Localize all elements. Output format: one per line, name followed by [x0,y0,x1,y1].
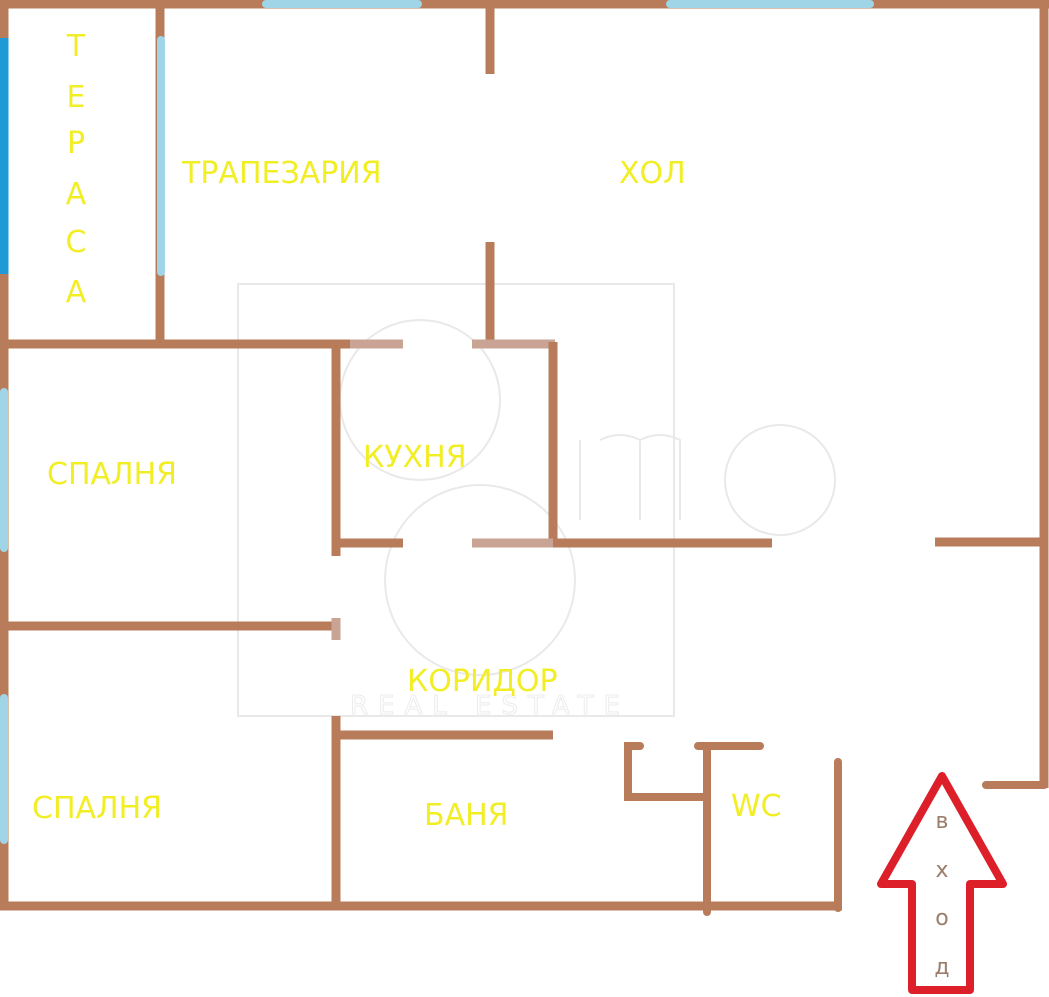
room-labels: Т Е Р А С А ТРАПЕЗАРИЯ ХОЛ КУХНЯ СПАЛНЯ … [32,29,782,833]
windows [0,0,874,844]
svg-text:А: А [66,275,87,310]
kitchen-label: КУХНЯ [363,440,467,475]
terrace-label: Т Е Р А С А [66,29,87,310]
bedroom-1-label: СПАЛНЯ [47,457,177,492]
watermark: REAL ESTATE [237,283,836,722]
svg-text:Р: Р [67,126,85,161]
svg-text:д: д [934,955,949,980]
bathroom-label: БАНЯ [424,798,509,833]
entrance-marker: в х о д [877,772,1007,994]
svg-text:о: о [935,906,948,931]
svg-text:х: х [935,858,948,883]
living-label: ХОЛ [619,156,686,191]
dining-label: ТРАПЕЗАРИЯ [181,156,382,191]
bedroom-2-label: СПАЛНЯ [32,791,162,826]
up-arrow-icon [877,772,1007,994]
wc-label: WC [731,789,782,824]
svg-text:Т: Т [66,29,86,64]
wall-shaft [624,742,710,801]
svg-text:Е: Е [67,80,86,115]
watermark-subtitle: REAL ESTATE [350,691,630,721]
corridor-label: КОРИДОР [407,664,558,699]
svg-text:С: С [66,225,87,260]
svg-text:А: А [66,177,87,212]
svg-text:в: в [936,809,949,834]
